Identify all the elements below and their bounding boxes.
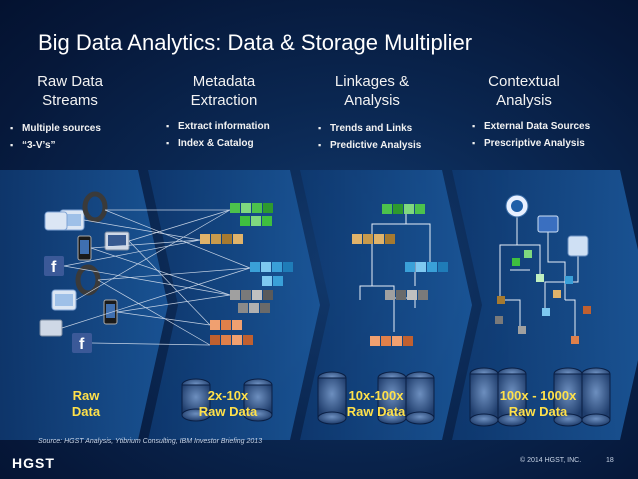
fitness-band-icon — [82, 191, 108, 223]
heading-line: Analysis — [496, 92, 552, 109]
chevron-3 — [300, 170, 472, 440]
storage-disks — [181, 367, 611, 427]
raw-data-icons: f f — [39, 191, 130, 353]
bullet-item: “3-V’s” — [10, 137, 101, 154]
heading-line: Extraction — [190, 92, 258, 109]
bullet-item: Index & Catalog — [166, 135, 270, 152]
column-heading-contextual: Contextual Analysis — [464, 72, 584, 110]
linkage-tree — [352, 204, 448, 346]
metadata-row-gray — [230, 290, 273, 313]
bullet-item: Predictive Analysis — [318, 137, 421, 154]
svg-text:f: f — [51, 259, 57, 276]
multiplier-line: Data — [71, 404, 101, 419]
facebook-icon-2: f — [72, 333, 92, 353]
heading-line: Analysis — [344, 92, 400, 109]
metadata-row-tan — [200, 234, 243, 244]
company-logo: HGST — [12, 455, 55, 471]
heading-line: Linkages & — [334, 73, 410, 90]
copyright: © 2014 HGST, INC. — [520, 457, 582, 464]
bullets-raw-data: Multiple sources “3-V’s” — [10, 120, 101, 154]
multiplier-line: Raw Data — [346, 404, 406, 419]
heading-line: Contextual — [488, 73, 560, 90]
heading-line: Streams — [42, 92, 98, 109]
multiplier-label-contextual: 100x - 1000x Raw Data — [488, 388, 588, 420]
phone-icon-2 — [103, 299, 118, 325]
computer-icon — [104, 231, 130, 251]
metadata-row-green — [230, 203, 273, 226]
column-heading-raw-data: Raw Data Streams — [10, 72, 130, 110]
bullet-item: Trends and Links — [318, 120, 421, 137]
bullet-item: Multiple sources — [10, 120, 101, 137]
multiplier-line: 10x-100x — [348, 388, 404, 403]
browser-window-icon-2 — [44, 211, 68, 231]
phone-icon — [77, 235, 92, 261]
contextual-graph — [495, 194, 591, 344]
chevron-2 — [148, 170, 320, 440]
svg-text:f: f — [79, 336, 85, 353]
browser-window-icon-3 — [51, 289, 77, 311]
facebook-icon: f — [44, 256, 64, 276]
multiplier-label-raw: Raw Data — [46, 388, 126, 420]
page-number: 18 — [606, 457, 614, 464]
multiplier-label-metadata: 2x-10x Raw Data — [186, 388, 270, 420]
bullet-item: Prescriptive Analysis — [472, 135, 590, 152]
heading-line: Raw Data — [37, 73, 103, 90]
multiplier-line: 100x - 1000x — [499, 388, 577, 403]
metadata-row-blue — [250, 262, 293, 286]
tool-icon — [567, 235, 589, 257]
source-note: Source: HGST Analysis, Ytibrium Consulti… — [38, 438, 263, 445]
bullets-metadata: Extract information Index & Catalog — [166, 118, 270, 152]
chart-window-icon — [537, 215, 559, 233]
bullet-item: Extract information — [166, 118, 270, 135]
column-heading-linkages: Linkages & Analysis — [312, 72, 432, 110]
metadata-blocks — [200, 203, 293, 345]
bullets-contextual: External Data Sources Prescriptive Analy… — [472, 118, 590, 152]
computer-icon-2 — [39, 319, 63, 337]
bullet-item: External Data Sources — [472, 118, 590, 135]
heading-line: Metadata — [192, 73, 256, 90]
column-heading-metadata: Metadata Extraction — [164, 72, 284, 110]
link-node — [382, 204, 392, 214]
multiplier-label-linkages: 10x-100x Raw Data — [334, 388, 418, 420]
multiplier-line: Raw Data — [198, 404, 258, 419]
metadata-row-orange — [210, 320, 253, 345]
multiplier-line: Raw — [72, 388, 100, 403]
multiplier-line: 2x-10x — [207, 388, 249, 403]
raw-to-metadata-links — [61, 209, 251, 346]
bullets-linkages: Trends and Links Predictive Analysis — [318, 120, 421, 154]
page-title: Big Data Analytics: Data & Storage Multi… — [38, 30, 473, 55]
multiplier-line: Raw Data — [508, 404, 568, 419]
